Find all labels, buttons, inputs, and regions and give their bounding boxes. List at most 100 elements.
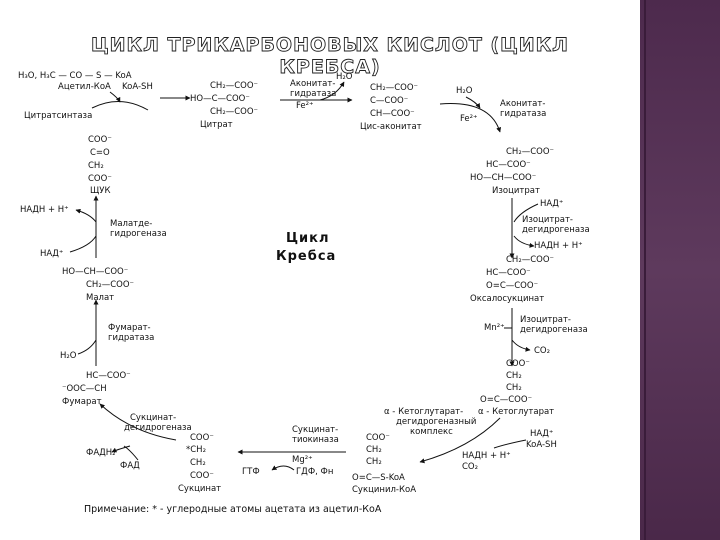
svg-text:CH₂: CH₂: [506, 383, 522, 393]
koa-sh-label: KoA-SH: [122, 82, 153, 92]
akg-dh-label-3: комплекс: [410, 427, 453, 437]
svg-text:O=C—S-KoA: O=C—S-KoA: [352, 473, 405, 483]
thiokinase-label-2: тиокиназа: [292, 435, 339, 445]
svg-text:O=C—COO⁻: O=C—COO⁻: [480, 395, 532, 405]
oxaloacetate-structure: COO⁻ C=O CH₂ COO⁻ ЩУК: [88, 135, 112, 196]
alpha-kg-structure: COO⁻ CH₂ CH₂ O=C—COO⁻ α - Кетоглутарат: [478, 359, 554, 417]
gtp-label: ГТФ: [242, 467, 260, 477]
nad2-in-arrow: [493, 439, 527, 449]
svg-text:HO—CH—COO⁻: HO—CH—COO⁻: [470, 173, 536, 183]
isocitrate-structure: CH₂—COO⁻ HC—COO⁻ HO—CH—COO⁻ Изоцитрат: [470, 147, 554, 196]
citrate-synthase-label: Цитратсинтаза: [24, 111, 92, 121]
mg-cofactor: Mg²⁺: [292, 455, 313, 465]
center-label-line-1: Цикл: [286, 231, 330, 246]
gdp-label: ГДФ, Фн: [296, 467, 333, 477]
water-out-arrow: [319, 81, 345, 101]
svg-text:CH₂: CH₂: [190, 458, 206, 468]
acetyl-coa-label: Ацетил-КоА: [58, 82, 111, 92]
svg-text:HC—COO⁻: HC—COO⁻: [486, 268, 531, 278]
malate-dh-label-2: гидрогеназа: [110, 229, 167, 239]
water-in-arrow-2: [77, 339, 97, 355]
svg-text:*CH₂: *CH₂: [186, 445, 206, 455]
slide-canvas: [0, 0, 640, 540]
svg-text:COO⁻: COO⁻: [190, 433, 214, 443]
fumarate-name: Фумарат: [62, 397, 102, 407]
isocitrate-dh2-label-1: Изоцитрат-: [520, 315, 571, 325]
slide-title: ЦИКЛ ТРИКАРБОНОВЫХ КИСЛОТ (ЦИКЛ КРЕБСА): [91, 34, 569, 79]
decorative-side-band: [640, 0, 720, 540]
nadh3-out-arrow: [75, 208, 97, 223]
svg-text:CH₂—COO⁻: CH₂—COO⁻: [506, 255, 554, 265]
fadh2-out-arrow: [111, 445, 131, 453]
succinyl-coa-structure: COO⁻ CH₂ CH₂ O=C—S-KoA Сукцинил-КоА: [352, 433, 416, 495]
isocitrate-dh1-label-2: дегидрогеназа: [522, 225, 590, 235]
succinate-dh-label-2: дегидрогеназа: [124, 423, 192, 433]
nadh-1: НАДН + H⁺: [534, 241, 583, 251]
fumarase-label-2: гидратаза: [108, 333, 154, 343]
krebs-cycle-diagram: H₃O, H₃C — CO — S — KoA Ацетил-КоА KoA-S…: [18, 71, 590, 515]
co2-2: CO₂: [462, 462, 478, 472]
fumarase-label-1: Фумарат-: [108, 323, 151, 333]
citrate-name: Цитрат: [200, 120, 233, 130]
water-in-arrow: [465, 96, 481, 109]
aconitase2-label-1: Аконитат-: [500, 99, 545, 109]
oxaloacetate-name: ЩУК: [90, 186, 111, 196]
svg-text:C—COO⁻: C—COO⁻: [370, 96, 408, 106]
svg-text:CH—COO⁻: CH—COO⁻: [370, 109, 415, 119]
nad-1: НАД⁺: [540, 199, 563, 209]
side-band-border: [644, 0, 646, 540]
fadh2-label: ФАДН₂: [86, 448, 116, 458]
svg-text:CH₂—COO⁻: CH₂—COO⁻: [210, 107, 258, 117]
alpha-kg-name: α - Кетоглутарат: [478, 407, 554, 417]
cis-aconitate-structure: CH₂—COO⁻ C—COO⁻ CH—COO⁻ Цис-аконитат: [360, 83, 422, 132]
svg-text:COO⁻: COO⁻: [88, 174, 112, 184]
svg-text:COO⁻: COO⁻: [506, 359, 530, 369]
akg-dh-label-2: дегидрогеназный: [396, 417, 476, 427]
fad-in-arrow: [123, 445, 139, 461]
succinate-name: Сукцинат: [178, 484, 221, 494]
citrate-synthase-arrow: [91, 101, 149, 111]
nad3-in-arrow: [69, 235, 97, 253]
malate-structure: HO—CH—COO⁻ CH₂—COO⁻ Малат: [62, 267, 134, 303]
oxalosuccinate-name: Оксалосукцинат: [470, 294, 544, 304]
svg-text:CH₂—COO⁻: CH₂—COO⁻: [370, 83, 418, 93]
svg-text:COO⁻: COO⁻: [366, 433, 390, 443]
aconitase2-arrow: [439, 103, 502, 133]
svg-text:COO⁻: COO⁻: [190, 471, 214, 481]
svg-text:HC—COO⁻: HC—COO⁻: [86, 371, 131, 381]
aconitase1-label-1: Аконитат-: [290, 79, 335, 89]
h2o-2: H₂O: [456, 86, 473, 96]
koa-sh-2: KoA-SH: [526, 440, 557, 450]
fe-2: Fe²⁺: [460, 114, 478, 124]
svg-text:CH₂: CH₂: [366, 457, 382, 467]
fe-1: Fe²⁺: [296, 101, 314, 111]
isocitrate-name: Изоцитрат: [492, 186, 540, 196]
svg-text:HO—CH—COO⁻: HO—CH—COO⁻: [62, 267, 128, 277]
succinyl-coa-name: Сукцинил-КоА: [352, 485, 416, 495]
svg-text:⁻OOC—CH: ⁻OOC—CH: [62, 384, 107, 394]
citrate-structure: CH₂—COO⁻ HO—C—COO⁻ CH₂—COO⁻ Цитрат: [190, 81, 258, 130]
nad-3: НАД⁺: [40, 249, 63, 259]
footnote: Примечание: * - углеродные атомы ацетата…: [84, 504, 382, 515]
gdp-to-gtp-arrow: [271, 465, 295, 471]
center-label-line-2: Кребса: [276, 249, 336, 264]
svg-text:COO⁻: COO⁻: [88, 135, 112, 145]
nadh-2: НАДН + H⁺: [462, 451, 511, 461]
svg-text:CH₂: CH₂: [366, 445, 382, 455]
malate-name: Малат: [86, 293, 114, 303]
svg-text:C=O: C=O: [90, 148, 110, 158]
svg-text:CH₂—COO⁻: CH₂—COO⁻: [506, 147, 554, 157]
co2-1: CO₂: [534, 346, 550, 356]
mn-cofactor: Mn²⁺: [484, 323, 505, 333]
aconitase2-label-2: гидратаза: [500, 109, 546, 119]
svg-text:HC—COO⁻: HC—COO⁻: [486, 160, 531, 170]
fad-label: ФАД: [120, 461, 140, 471]
co2-out-arrow: [511, 339, 531, 352]
aconitase1-label-2: гидратаза: [290, 89, 336, 99]
isocitrate-dh2-label-2: дегидрогеназа: [520, 325, 588, 335]
nadh-3: НАДН + H⁺: [20, 205, 69, 215]
nad-2: НАД⁺: [530, 429, 553, 439]
svg-text:HO—C—COO⁻: HO—C—COO⁻: [190, 94, 250, 104]
succinate-dh-arrow: [99, 403, 177, 441]
isocitrate-dh1-label-1: Изоцитрат-: [522, 215, 573, 225]
